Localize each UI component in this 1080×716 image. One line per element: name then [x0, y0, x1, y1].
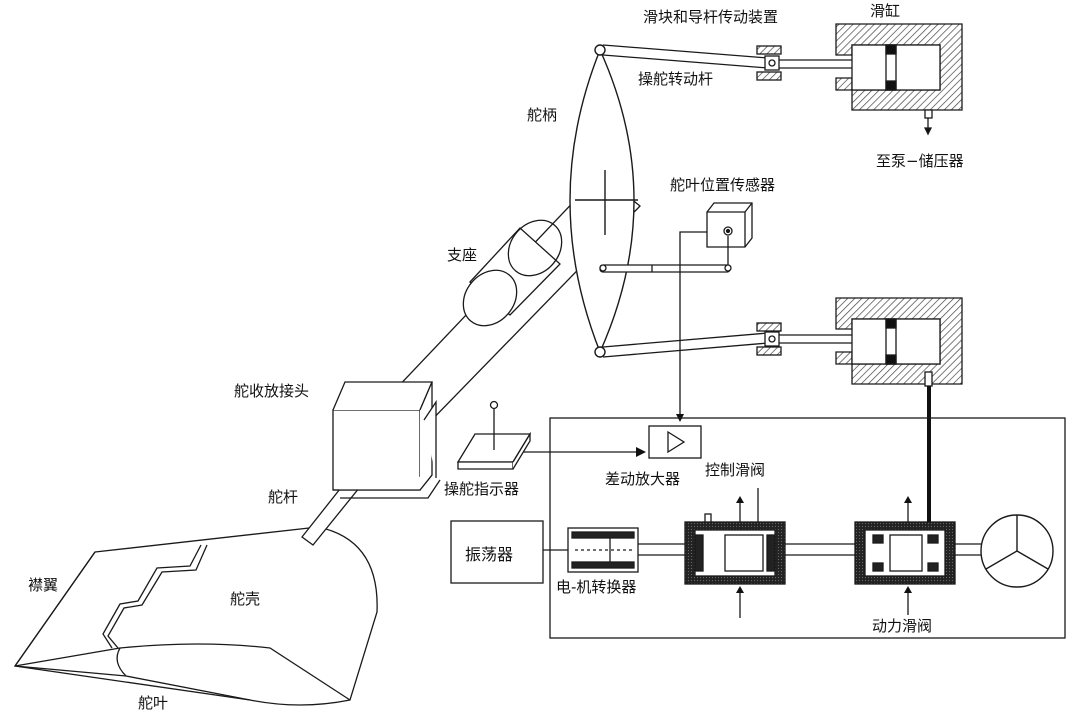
retraction-joint: [332, 381, 441, 499]
label-tiller: 舵柄: [527, 106, 558, 124]
label-rudder-stock: 舵杆: [268, 488, 299, 506]
label-control-valve: 控制滑阀: [705, 461, 766, 479]
steering-indicator: [456, 400, 532, 470]
control-slide-valve: [684, 488, 855, 618]
power-slide-valve: [854, 496, 982, 615]
label-retract-joint: 舵收放接头: [234, 382, 310, 400]
motor-wheel: [980, 514, 1054, 588]
label-tiller-rod: 操舵转动杆: [638, 70, 714, 88]
label-oscillator: 振荡器: [465, 545, 514, 564]
rudder-blade: [13, 526, 378, 706]
label-shell: 舵壳: [230, 590, 261, 608]
label-flap: 襟翼: [28, 576, 59, 594]
top-cylinder: [756, 23, 963, 136]
label-support: 支座: [447, 246, 478, 264]
label-converter: 电-机转换器: [556, 578, 637, 596]
label-to-pump: 至泵−储压器: [876, 152, 964, 170]
tiller: [569, 44, 638, 358]
electro-mechanical-converter: [567, 527, 685, 573]
tiller-rods: [602, 44, 769, 358]
label-power-valve: 动力滑阀: [872, 617, 933, 635]
label-diff-amp: 差动放大器: [605, 470, 681, 488]
control-panel-frame: [549, 417, 1066, 639]
differential-amplifier: [520, 425, 702, 459]
label-slider-guide: 滑块和导杆传动装置: [643, 8, 779, 26]
label-cylinder: 滑缸: [870, 2, 901, 20]
label-blade: 舵叶: [138, 694, 169, 712]
label-indicator: 操舵指示器: [444, 480, 520, 498]
bottom-cylinder: [756, 297, 963, 387]
oscillator-box: [450, 520, 544, 584]
position-sensor: [599, 202, 753, 422]
label-position-sensor: 舵叶位置传感器: [670, 176, 776, 194]
